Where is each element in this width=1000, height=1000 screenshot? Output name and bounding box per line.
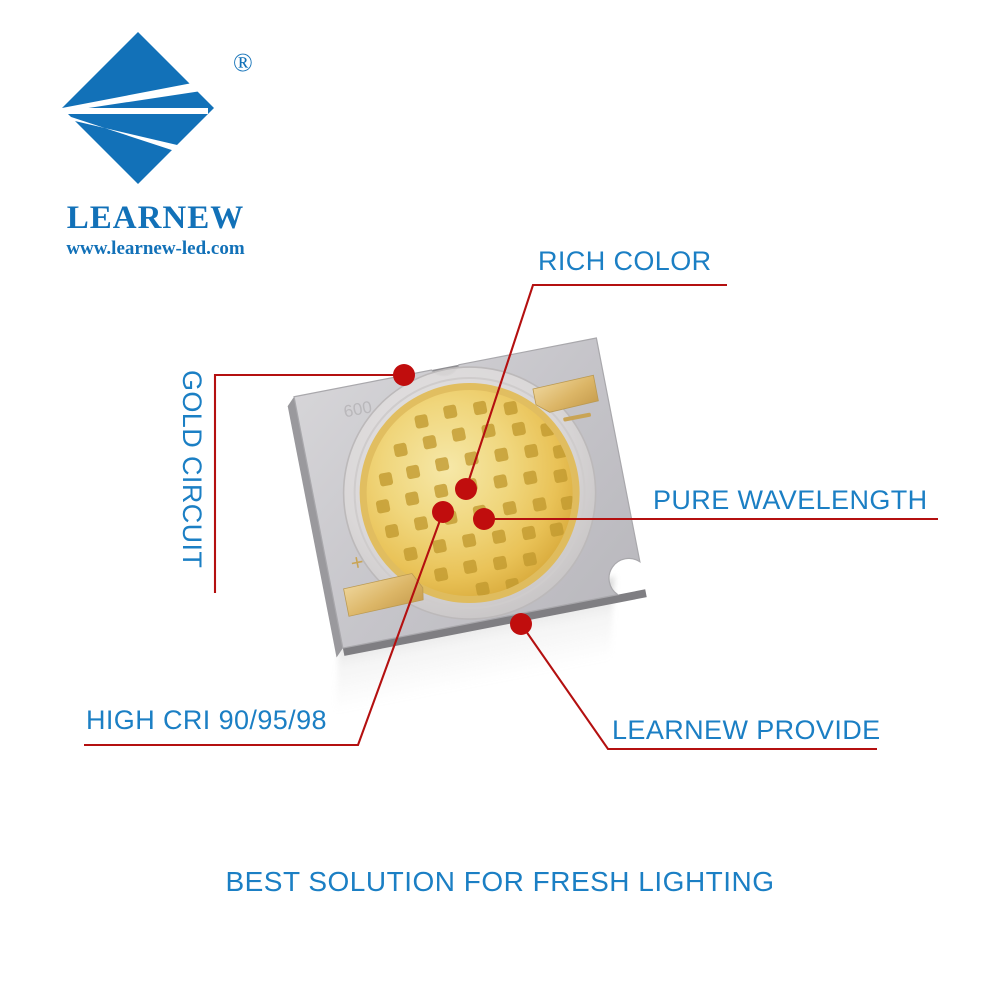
registered-trademark-icon: ® <box>233 48 253 77</box>
brand-website-url: www.learnew-led.com <box>66 238 245 259</box>
callout-label-learnew-provide: LEARNEW PROVIDE <box>612 715 881 745</box>
brand-name: LEARNEW <box>66 200 245 236</box>
tagline: BEST SOLUTION FOR FRESH LIGHTING <box>225 866 775 897</box>
cob-led-chip-image: + 600 <box>280 325 670 713</box>
callout-label-high-cri: HIGH CRI 90/95/98 <box>86 705 327 735</box>
brand-logo-block: ® LEARNEW www.learnew-led.com <box>48 28 263 259</box>
learnew-diamond-logo-icon <box>62 32 214 184</box>
callout-label-pure-wavelength: PURE WAVELENGTH <box>653 485 928 515</box>
cob-led-chip-icon: + 600 <box>287 337 647 658</box>
callout-label-gold-circuit: GOLD CIRCUIT <box>177 370 207 569</box>
callout-label-rich-color: RICH COLOR <box>538 246 712 276</box>
